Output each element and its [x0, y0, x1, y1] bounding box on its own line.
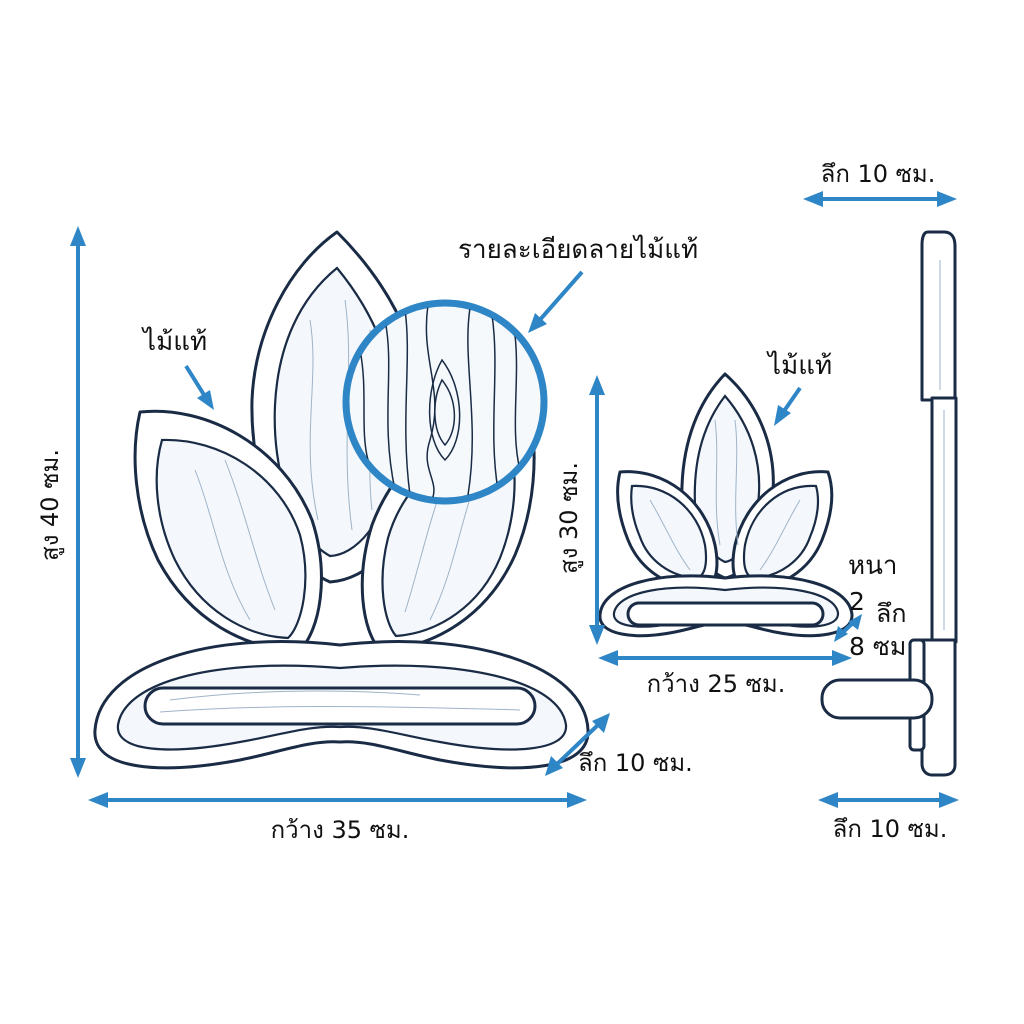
small-wood-grain: [649, 419, 801, 571]
small-depth-label: ลึก: [876, 599, 906, 628]
large-material-callout: ไม้แท้: [141, 326, 214, 410]
side-view: [820, 230, 958, 777]
side-shelf: [820, 678, 934, 720]
side-top-depth-label: ลึก 10 ซม.: [821, 160, 936, 188]
large-height-dimension: สูง 40 ซม.: [36, 226, 86, 778]
large-shelf-plank: [143, 686, 537, 726]
side-lower-board: [920, 638, 957, 777]
small-material-callout: ไม้แท้: [766, 350, 832, 426]
small-height-label: สูง 30 ซม.: [555, 462, 584, 574]
small-depth-value: 8 ซม.: [849, 632, 914, 661]
small-width-label: กว้าง 25 ซม.: [647, 670, 786, 698]
thickness-label: หนา: [848, 551, 898, 581]
large-width-dimension: กว้าง 35 ซม.: [88, 792, 587, 844]
large-material-label: ไม้แท้: [141, 326, 207, 357]
small-width-dimension: กว้าง 25 ซม.: [598, 650, 852, 698]
small-lotus-shelf: [598, 372, 854, 638]
detail-callout: รายละเอียดลายไม้แท้: [458, 234, 698, 333]
large-depth-label: ลึก 10 ซม.: [578, 749, 693, 777]
side-bottom-depth-dimension: ลึก 10 ซม.: [818, 792, 959, 843]
side-bottom-depth-label: ลึก 10 ซม.: [833, 815, 948, 843]
thickness-depth-callout: หนา 2 ลึก 8 ซม.: [834, 551, 914, 661]
large-depth-dimension: ลึก 10 ซม.: [545, 713, 693, 777]
small-shelf-plank: [626, 601, 825, 627]
detail-label: รายละเอียดลายไม้แท้: [458, 234, 698, 265]
large-lotus-shelf: [93, 230, 590, 770]
large-height-label: สูง 40 ซม.: [36, 449, 65, 561]
small-height-dimension: สูง 30 ซม.: [555, 375, 605, 645]
small-material-label: ไม้แท้: [766, 350, 832, 381]
large-width-label: กว้าง 35 ซม.: [271, 816, 410, 844]
thickness-value: 2: [849, 587, 865, 616]
side-top-depth-dimension: ลึก 10 ซม.: [803, 160, 957, 207]
wood-grain-detail-lens: [342, 299, 548, 505]
side-upper-board: [920, 230, 957, 402]
